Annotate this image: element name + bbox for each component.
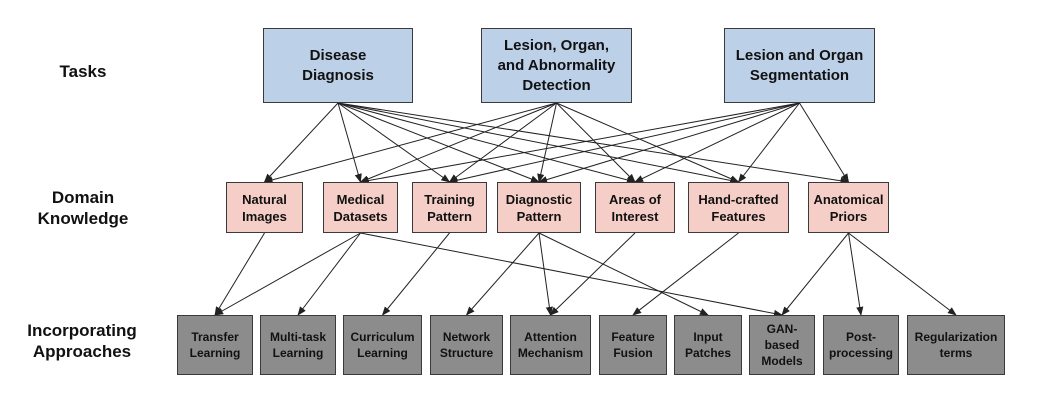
edge-t3-k5 [634, 102, 800, 183]
task-lesion-organ-segmentation: Lesion and Organ Segmentation [724, 28, 875, 103]
edge-t2-k4 [537, 102, 557, 183]
edge-t1-k1 [263, 102, 339, 183]
edge-k2-a2 [297, 232, 361, 316]
knowledge-label: Diagnostic Pattern [505, 191, 573, 224]
edge-t1-k6 [337, 102, 740, 184]
edge-t2-k3 [448, 102, 557, 183]
approach-label: Post-processing [828, 330, 894, 360]
edge-t2-k5 [556, 102, 636, 183]
knowledge-medical-datasets: Medical Datasets [323, 182, 398, 233]
knowledge-anatomical-priors: Anatomical Priors [808, 182, 889, 233]
knowledge-diagnostic-pattern: Diagnostic Pattern [497, 182, 581, 233]
approach-gan-based-models: GAN-based Models [749, 315, 815, 375]
knowledge-hand-crafted-features: Hand-crafted Features [688, 182, 789, 233]
approach-label: Network Structure [439, 330, 494, 360]
approach-label: Transfer Learning [189, 330, 241, 360]
edge-t1-k2 [337, 102, 362, 183]
edge-t3-k2 [359, 102, 800, 185]
approach-label: Multi-task Learning [269, 330, 326, 360]
approach-curriculum-learning: Curriculum Learning [343, 315, 422, 375]
knowledge-training-pattern: Training Pattern [412, 182, 487, 233]
task-disease-diagnosis: Disease Diagnosis [263, 28, 413, 103]
task-label: Lesion, Organ, and Abnormality Detection [497, 36, 616, 94]
edge-k4-a4 [465, 232, 540, 316]
approach-label: Attention Mechanism [517, 330, 584, 360]
edge-t1-k3 [337, 102, 451, 183]
row-label-tasks-text: Tasks [59, 62, 107, 81]
row-label-incorporating-approaches: Incorporating Approaches [12, 320, 152, 362]
approach-input-patches: Input Patches [674, 315, 742, 375]
approach-network-structure: Network Structure [430, 315, 503, 375]
approach-label: Curriculum Learning [350, 330, 415, 360]
approach-feature-fusion: Feature Fusion [599, 315, 667, 375]
knowledge-areas-of-interest: Areas of Interest [595, 182, 675, 233]
knowledge-label: Hand-crafted Features [698, 191, 779, 224]
edge-t2-k6 [556, 102, 740, 183]
approach-label: Regularization terms [914, 330, 998, 360]
row-label-domain-text: Domain Knowledge [37, 188, 129, 228]
row-label-tasks: Tasks [38, 61, 128, 82]
edge-k3-a3 [381, 232, 450, 316]
approach-multi-task-learning: Multi-task Learning [260, 315, 336, 375]
approach-transfer-learning: Transfer Learning [177, 315, 253, 375]
edge-t3-k7 [799, 102, 849, 183]
knowledge-label: Medical Datasets [333, 191, 388, 224]
knowledge-label: Training Pattern [424, 191, 475, 224]
approach-attention-mechanism: Attention Mechanism [510, 315, 591, 375]
knowledge-label: Areas of Interest [608, 191, 662, 224]
edge-t3-k6 [737, 102, 800, 183]
edge-k2-a8 [360, 232, 783, 317]
row-label-approaches-text: Incorporating Approaches [27, 321, 137, 361]
approach-label: Input Patches [684, 330, 732, 360]
approach-post-processing: Post-processing [823, 315, 899, 375]
knowledge-label: Natural Images [242, 191, 287, 224]
task-label: Lesion and Organ Segmentation [735, 46, 864, 84]
edge-t3-k4 [538, 102, 800, 184]
edge-t1-k7 [337, 102, 850, 185]
edge-k5-a5 [549, 232, 636, 316]
edge-k4-a5 [538, 232, 553, 316]
edge-k6-a6 [632, 232, 739, 316]
edge-t1-k5 [337, 102, 636, 184]
edge-k7-a9 [848, 232, 864, 316]
edge-k2-a1 [214, 232, 361, 316]
edge-t2-k2 [359, 102, 557, 183]
edge-k4-a7 [538, 232, 709, 316]
edge-k1-a1 [214, 232, 265, 316]
task-lesion-organ-abnormality-detection: Lesion, Organ, and Abnormality Detection [481, 28, 632, 103]
knowledge-natural-images: Natural Images [226, 182, 303, 233]
row-label-domain-knowledge: Domain Knowledge [28, 187, 138, 229]
approach-regularization-terms: Regularization terms [907, 315, 1005, 375]
task-label: Disease Diagnosis [302, 46, 374, 84]
edge-k7-a10 [848, 232, 957, 316]
knowledge-label: Anatomical Priors [813, 191, 884, 224]
edge-t3-k3 [448, 102, 800, 184]
edge-k7-a8 [781, 232, 849, 316]
approach-label: GAN-based Models [761, 322, 803, 368]
approach-label: Feature Fusion [611, 330, 655, 360]
edge-t1-k4 [337, 102, 540, 183]
edge-t2-k1 [263, 102, 557, 184]
